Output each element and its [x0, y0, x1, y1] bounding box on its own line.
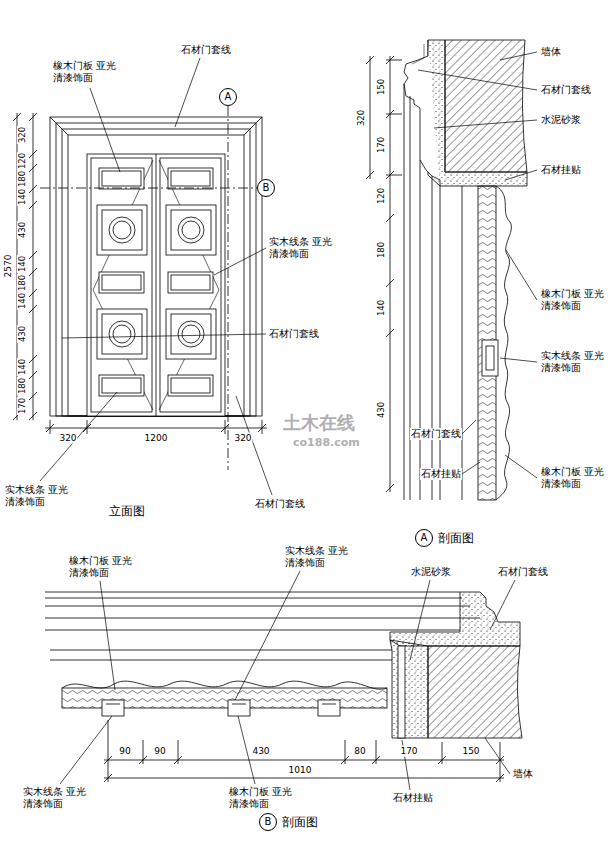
- view-title: 剖面图: [281, 815, 319, 829]
- view-title: 立面图: [108, 504, 146, 518]
- dimension: 140: [17, 254, 27, 272]
- dimension: 150: [461, 746, 480, 757]
- callout-text: 实木线条 亚光清漆饰面: [22, 786, 88, 810]
- callout-text: 橡木门板 亚光清漆饰面: [228, 786, 294, 810]
- dimension: 2570: [3, 254, 14, 279]
- view-title: 剖面图: [437, 531, 475, 545]
- dimension: 90: [118, 746, 131, 757]
- dimension: 430: [376, 401, 386, 419]
- callout-text: 橡木门板 亚光清漆饰面: [52, 60, 118, 84]
- dimension: 430: [251, 746, 270, 757]
- callout-text: 实木线条 亚光清漆饰面: [268, 236, 334, 260]
- callout-text: 水泥砂浆: [410, 566, 452, 578]
- callout-text: 石材门套线: [268, 328, 320, 340]
- section-marker: B: [257, 179, 275, 197]
- callout-text: 石材门套线: [410, 428, 462, 440]
- callout-text: 墙体: [540, 46, 562, 58]
- watermark: co188.com: [292, 436, 361, 449]
- callout-text: 石材挂贴: [420, 468, 462, 480]
- dimension: 180: [17, 376, 27, 394]
- dimension: 90: [153, 746, 166, 757]
- dimension: 320: [17, 126, 27, 144]
- callout-text: 橡木门板 亚光清漆饰面: [540, 466, 606, 490]
- dimension: 320: [356, 109, 366, 127]
- callout-text: 实木线条 亚光清漆饰面: [4, 484, 70, 508]
- callout-text: 石材挂贴: [392, 792, 434, 804]
- section-marker: A: [219, 88, 237, 106]
- callout-text: 石材门套线: [540, 84, 592, 96]
- section-letter: A: [421, 533, 428, 543]
- dimension: 140: [17, 358, 27, 376]
- dimension: 180: [376, 241, 386, 259]
- dimension: 1010: [288, 765, 313, 776]
- dimension: 170: [17, 397, 27, 415]
- callout-text: 石材门套线: [180, 44, 232, 56]
- dimension: 180: [17, 169, 27, 187]
- dimension: 430: [17, 221, 27, 239]
- dimension: 320: [58, 433, 77, 444]
- callout-text: 实木线条 亚光清漆饰面: [284, 545, 350, 569]
- callout-text: 石材门套线: [254, 498, 306, 510]
- callout-text: 石材门套线: [497, 566, 549, 578]
- dimension: 430: [17, 325, 27, 343]
- callout-text: 石材挂贴: [540, 164, 582, 176]
- section-letter: B: [263, 183, 270, 193]
- dimension: 120: [17, 152, 27, 170]
- callout-text: 水泥砂浆: [540, 114, 582, 126]
- section-letter: A: [225, 92, 232, 102]
- dimension: 80: [353, 746, 366, 757]
- dimension: 170: [376, 136, 386, 154]
- dimension: 170: [399, 746, 418, 757]
- callout-text: 橡木门板 亚光清漆饰面: [540, 288, 606, 312]
- dimension: 120: [376, 187, 386, 205]
- watermark: 土木在线: [282, 412, 356, 434]
- dimension: 150: [376, 78, 386, 96]
- section-letter: B: [265, 817, 272, 827]
- section-marker: B: [259, 813, 277, 831]
- dimension: 320: [233, 433, 252, 444]
- dimension: 180: [17, 273, 27, 291]
- dimension: 1200: [144, 433, 169, 444]
- section-marker: A: [415, 529, 433, 547]
- callout-text: 橡木门板 亚光清漆饰面: [68, 555, 134, 579]
- callout-text: 墙体: [512, 768, 534, 780]
- dimension: 140: [17, 188, 27, 206]
- callout-text: 实木线条 亚光清漆饰面: [540, 350, 606, 374]
- dimension: 140: [376, 299, 386, 317]
- dimension: 140: [17, 292, 27, 310]
